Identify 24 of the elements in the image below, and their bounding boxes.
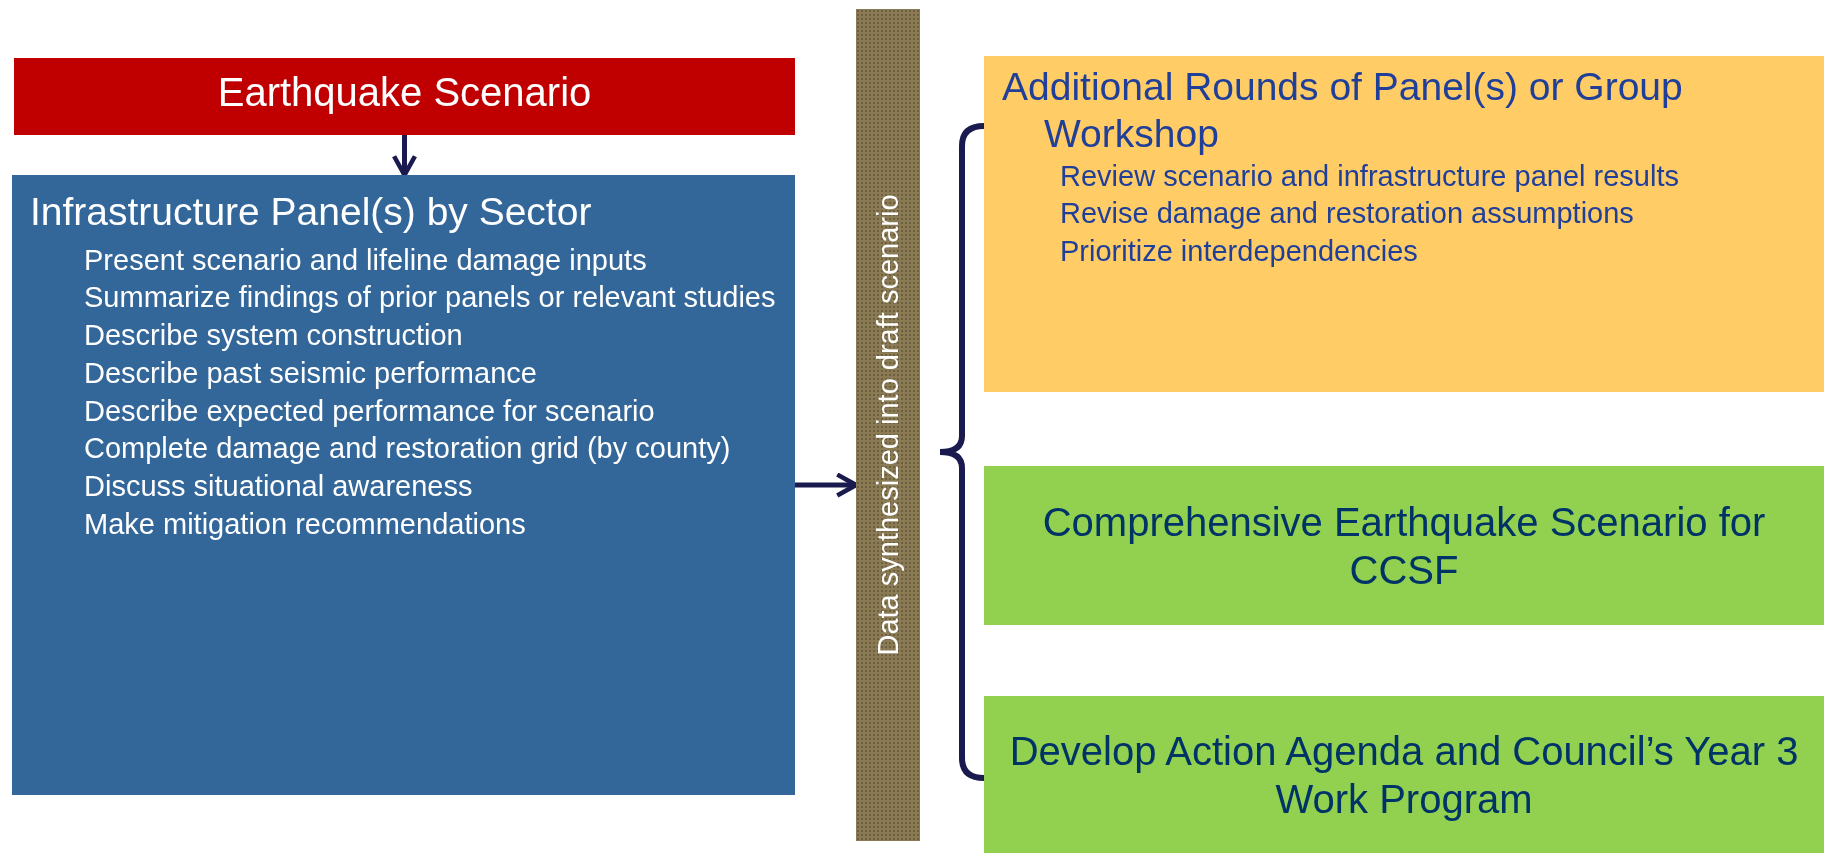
box-heading: Additional Rounds of Panel(s) or Group Workshop	[1002, 64, 1684, 157]
process-box	[12, 175, 795, 795]
box-heading: Earthquake Scenario	[216, 69, 593, 116]
bar-label: Data synthesized into draft scenario	[871, 194, 905, 656]
vertical-bar	[856, 9, 920, 841]
box-heading: Infrastructure Panel(s) by Sector	[30, 189, 593, 235]
title-box	[14, 58, 795, 135]
list-item: Describe past seismic performance	[83, 355, 538, 391]
list-item: Describe expected performance for scenario	[83, 393, 656, 429]
arrow	[391, 135, 418, 178]
list-item: Describe system construction	[83, 318, 464, 354]
result-box	[984, 466, 1824, 625]
box-heading: Comprehensive Earthquake Scenario for CCSF	[1041, 498, 1767, 594]
process-box	[984, 56, 1824, 392]
list-item: Summarize findings of prior panels or relevant studies	[83, 280, 777, 316]
list-item: Prioritize interdependencies	[1059, 233, 1419, 269]
list-item: Revise damage and restoration assumptions	[1059, 196, 1635, 232]
list-item: Present scenario and lifeline damage inputs	[83, 242, 648, 278]
list-item: Discuss situational awareness	[83, 468, 474, 504]
result-box	[984, 696, 1824, 853]
list-item: Make mitigation recommendations	[83, 506, 527, 542]
list-item: Complete damage and restoration grid (by county)	[83, 431, 732, 467]
list-item: Review scenario and infrastructure panel results	[1059, 158, 1680, 194]
box-heading: Develop Action Agenda and Council’s Year 3 Work Program	[1008, 727, 1800, 823]
